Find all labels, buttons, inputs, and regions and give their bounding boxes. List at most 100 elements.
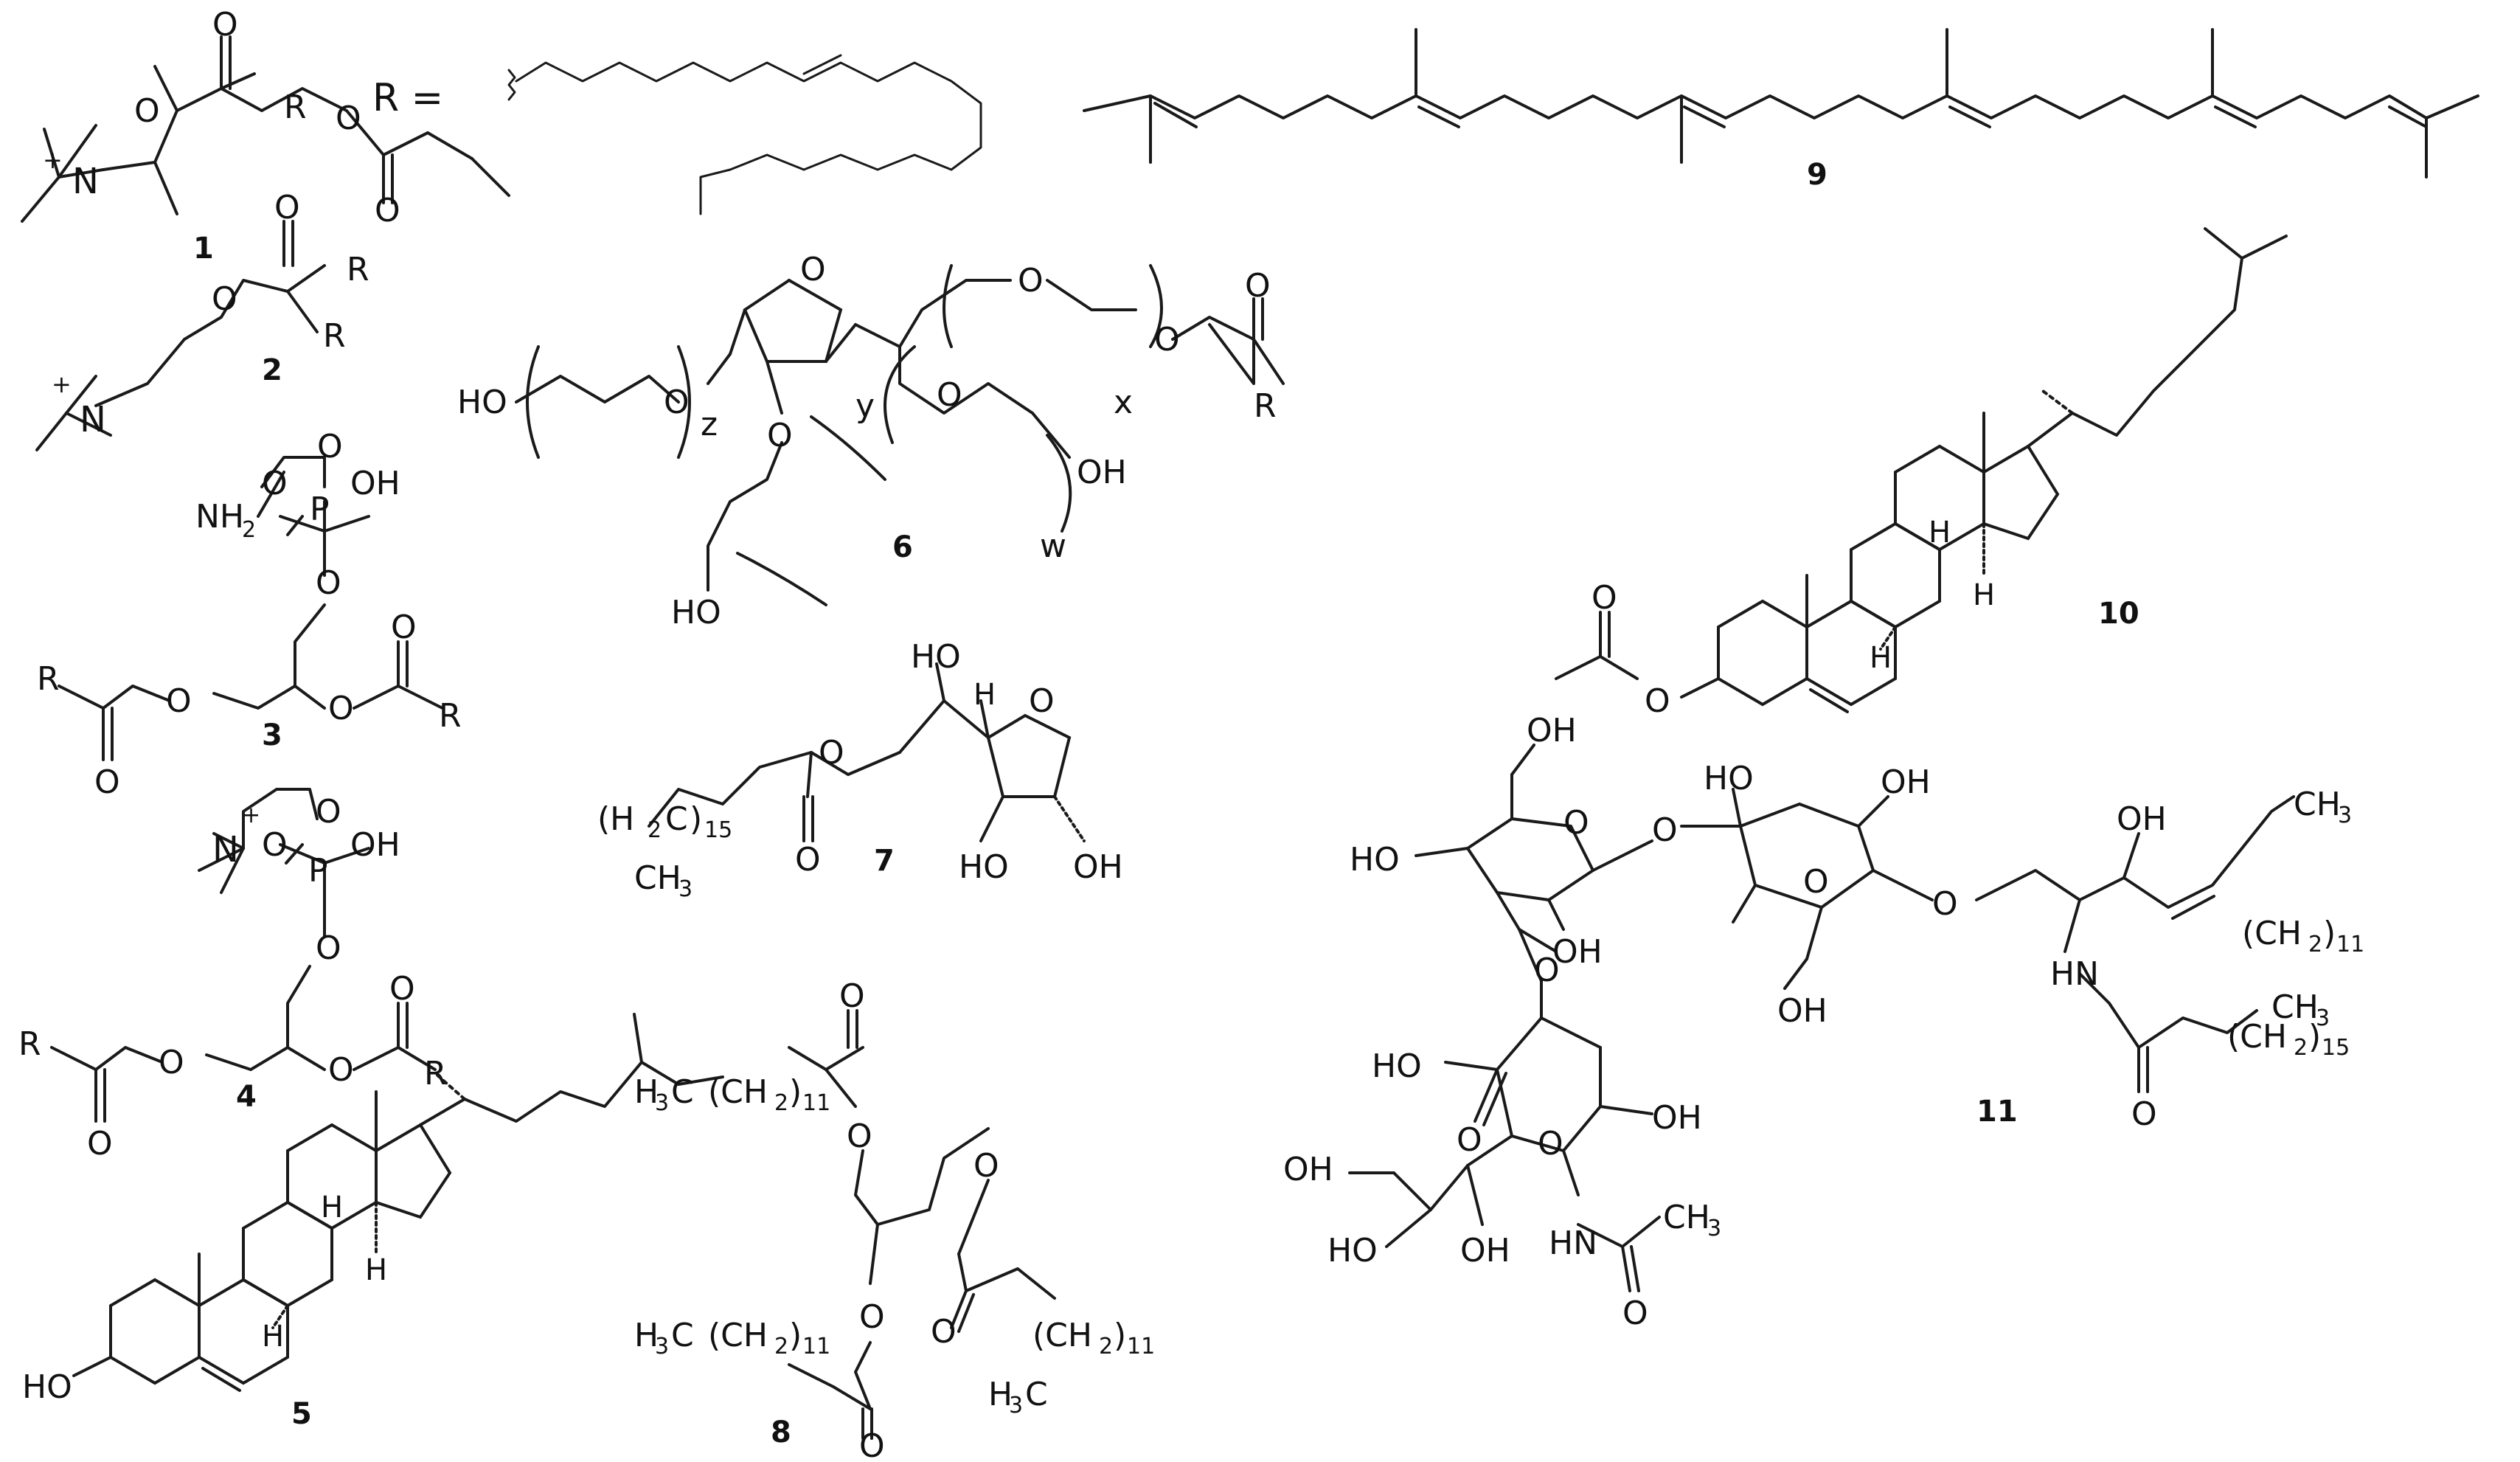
atom-o: O bbox=[800, 251, 826, 288]
atom-oh: OH bbox=[2117, 800, 2167, 838]
atom-o: O bbox=[859, 1298, 885, 1336]
atom-oh: OH bbox=[1460, 1232, 1510, 1269]
atom-c: C bbox=[671, 1073, 694, 1111]
compound-label-5: 5 bbox=[291, 1397, 312, 1431]
atom-n: N bbox=[80, 399, 106, 440]
subscript-3: 3 bbox=[655, 1334, 669, 1359]
structure-2 bbox=[35, 220, 326, 451]
subscript-2: 2 bbox=[648, 817, 662, 843]
atom-o: O bbox=[391, 609, 417, 646]
atom-ch2: (CH bbox=[708, 1073, 768, 1111]
atom-o: O bbox=[159, 1044, 184, 1081]
atom-oh: OH bbox=[350, 826, 400, 864]
atom-ch3: CH bbox=[634, 859, 681, 897]
structure-8 bbox=[788, 1009, 1056, 1440]
repeat-index-z: z bbox=[701, 406, 718, 443]
compound-label-2: 2 bbox=[262, 353, 282, 387]
atom-ch2: (CH bbox=[2242, 915, 2302, 952]
atom-n: NH bbox=[195, 498, 244, 536]
subscript-2: 2 bbox=[2294, 1035, 2308, 1061]
oleyl-chain bbox=[507, 54, 982, 215]
atom-o: O bbox=[1932, 885, 1958, 923]
atom-o: O bbox=[859, 1427, 885, 1462]
atom-o: O bbox=[134, 92, 160, 130]
structure-7 bbox=[648, 662, 1086, 842]
atom-oh: OH bbox=[350, 465, 400, 502]
atom-ho: HO bbox=[1372, 1047, 1422, 1085]
atom-ch2: (CH bbox=[2227, 1018, 2287, 1056]
atom-o: O bbox=[328, 690, 354, 727]
atom-oh: OH bbox=[1527, 712, 1577, 749]
atom-r: R bbox=[347, 251, 369, 288]
atom-o: O bbox=[1018, 262, 1044, 299]
atom-o: O bbox=[262, 826, 288, 864]
atom-ch3: CH bbox=[2294, 786, 2341, 823]
structure-1 bbox=[21, 35, 510, 223]
atom-ho: HO bbox=[671, 594, 721, 631]
atom-o: O bbox=[795, 841, 821, 879]
atom-ch3: CH bbox=[1663, 1199, 1710, 1236]
subscript-2: 2 bbox=[2308, 932, 2322, 957]
atom-o: O bbox=[937, 376, 962, 414]
atom-r: R bbox=[284, 89, 307, 126]
atom-o: O bbox=[1029, 682, 1055, 720]
atom-o: O bbox=[1457, 1121, 1482, 1159]
atom-o: O bbox=[316, 929, 341, 967]
structure-10 bbox=[1555, 227, 2288, 713]
compound-label-4: 4 bbox=[236, 1080, 257, 1114]
subscript-3: 3 bbox=[678, 876, 693, 902]
atom-oh: OH bbox=[1777, 992, 1827, 1030]
atom-p: P bbox=[308, 852, 328, 890]
atom-o: O bbox=[2131, 1095, 2157, 1133]
atom-oh: OH bbox=[1283, 1151, 1333, 1188]
atom-o: O bbox=[262, 465, 288, 502]
atom-o: O bbox=[819, 734, 844, 772]
atom-r: R bbox=[18, 1025, 41, 1063]
atom-o: O bbox=[212, 6, 238, 44]
subscript-3: 3 bbox=[2338, 803, 2352, 828]
repeat-brackets bbox=[526, 264, 1163, 606]
subscript-11: 11 bbox=[1127, 1334, 1155, 1359]
atom-r: R bbox=[1254, 387, 1277, 425]
atom-o: O bbox=[94, 763, 120, 801]
subscript-2: 2 bbox=[242, 517, 256, 543]
atom-ho: HO bbox=[1327, 1232, 1378, 1269]
atom-ho: HO bbox=[911, 638, 961, 676]
atom-o: O bbox=[166, 682, 192, 720]
subscript-11: 11 bbox=[2336, 932, 2364, 957]
paren-close: ) bbox=[2323, 915, 2336, 952]
atom-o: O bbox=[328, 1051, 354, 1089]
atom-o: O bbox=[317, 428, 343, 465]
structure-9 bbox=[1083, 28, 2479, 179]
atom-o: O bbox=[87, 1125, 113, 1163]
atom-o: O bbox=[375, 192, 400, 229]
subscript-11: 11 bbox=[802, 1334, 830, 1359]
atom-o: O bbox=[389, 970, 415, 1008]
paren-close: ) bbox=[789, 1317, 802, 1354]
paren-close: ) bbox=[1114, 1317, 1126, 1354]
compound-label-1: 1 bbox=[193, 232, 214, 266]
atom-o: O bbox=[1154, 321, 1180, 358]
atom-o: O bbox=[274, 189, 300, 226]
structure-3 bbox=[58, 456, 444, 761]
atom-o: O bbox=[973, 1147, 999, 1185]
atom-p: P bbox=[310, 491, 330, 528]
atom-o: O bbox=[1622, 1295, 1648, 1332]
atom-r: R bbox=[439, 697, 462, 735]
atom-c: C bbox=[671, 1317, 694, 1354]
atom-h: H bbox=[1929, 516, 1951, 550]
atom-o: O bbox=[1534, 952, 1560, 989]
subscript-15: 15 bbox=[704, 817, 732, 843]
subscript-11: 11 bbox=[802, 1090, 830, 1116]
atom-oh: OH bbox=[1881, 763, 1931, 801]
atom-h: H bbox=[1870, 641, 1892, 675]
atom-o: O bbox=[1645, 682, 1670, 720]
atom-c: C bbox=[665, 800, 688, 838]
atom-n: N bbox=[212, 829, 239, 870]
atom-h3c: H bbox=[634, 1073, 659, 1111]
subscript-15: 15 bbox=[2322, 1035, 2350, 1061]
compound-label-11: 11 bbox=[1976, 1095, 2018, 1129]
atom-o: O bbox=[931, 1313, 957, 1351]
atom-oh: OH bbox=[1652, 1099, 1702, 1137]
atom-o: O bbox=[839, 977, 865, 1015]
